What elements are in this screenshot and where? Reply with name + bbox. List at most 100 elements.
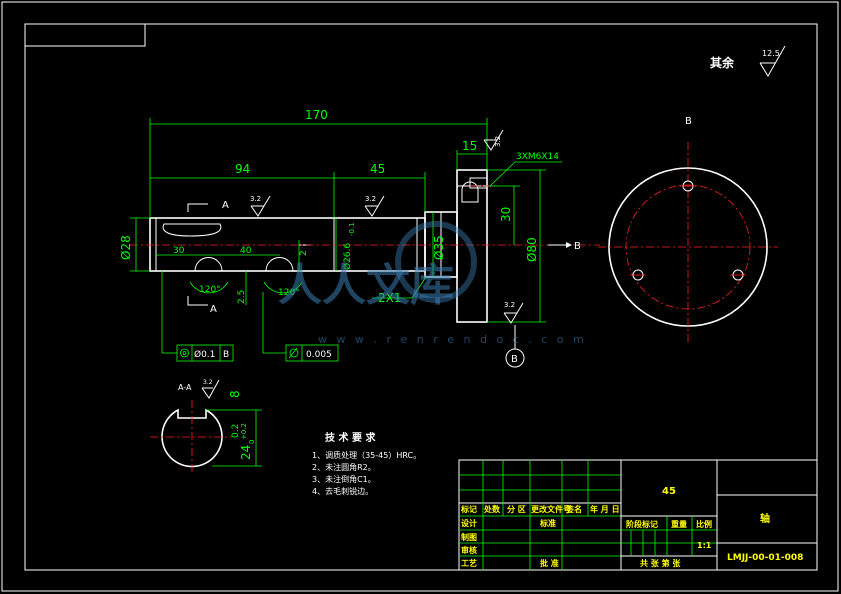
coaxiality-frame: [161, 271, 234, 362]
tb-stage-mark: 阶段标记: [626, 519, 658, 529]
datum-b-circle: [505, 348, 525, 368]
dim-2-label: 2: [299, 250, 309, 256]
tb-date: 年 月 日: [590, 504, 620, 514]
dim-45-label: 45: [370, 162, 385, 176]
section-a-a: [150, 400, 232, 474]
section-depth-tol2: 0: [248, 440, 256, 444]
dim-28: [130, 217, 150, 272]
roughness-mark-4-value: 3.2: [504, 301, 515, 309]
other-roughness-value: 12.5: [762, 49, 780, 58]
section-depth-dim: [206, 409, 262, 467]
dim-170: [149, 118, 488, 218]
note-1: 1、调质处理（35-45）HRC。: [312, 450, 421, 460]
dim-26-6-label: Ø26.6: [342, 243, 353, 270]
roughness-mark-1-value: 3.2: [250, 195, 261, 203]
section-marker-bottom: [187, 296, 208, 306]
tb-drafting: 制图: [461, 532, 477, 542]
roughness-symbol-other: [759, 45, 786, 77]
tb-mark: 标记: [460, 504, 477, 514]
section-marker-top: [187, 203, 208, 212]
roughness-mark-1: [250, 195, 271, 217]
reference-box: [24, 23, 146, 47]
tb-drawing-number: LMJJ-00-01-008: [727, 553, 803, 563]
dim-80-label: Ø80: [525, 237, 539, 262]
tb-approve: 批 准: [540, 558, 559, 568]
other-roughness-label: 其余: [710, 55, 735, 70]
tb-weight: 重量: [671, 519, 687, 529]
roughness-mark-3: [483, 129, 504, 151]
leader-3xm6: [489, 161, 516, 187]
dim-30-vertical-label: 30: [499, 207, 513, 222]
shaft-main-view: [149, 169, 490, 323]
roughness-mark-3-value: 3.2: [494, 136, 502, 147]
dim-40-keyway-label: 40: [240, 246, 252, 256]
note-3: 3、未注倒角C1。: [312, 474, 376, 484]
dim-80: [487, 169, 546, 323]
section-a-top-label: A: [222, 200, 229, 211]
dim-3xm6-label: 3XM6X14: [516, 152, 559, 162]
angle-1-arc: [189, 281, 229, 294]
title-block-grid: [458, 459, 818, 571]
dim-94-label: 94: [235, 162, 250, 176]
tb-review: 审核: [461, 545, 477, 555]
tb-material: 45: [662, 486, 676, 497]
roughness-mark-4: [503, 302, 524, 324]
note-2: 2、未注圆角R2。: [312, 462, 376, 472]
dim-94: [150, 172, 335, 218]
tb-scale: 比例: [696, 519, 712, 529]
roughness-mark-2-value: 3.2: [365, 195, 376, 203]
dim-30-vertical: [490, 185, 520, 245]
dim-28-label: Ø28: [119, 235, 133, 260]
section-depth-tol: +0.2: [240, 423, 248, 440]
watermark-text: 人人文库: [278, 260, 454, 311]
tb-standardize: 标准: [539, 518, 556, 528]
section-keyway-tol: 0.2: [231, 424, 241, 438]
watermark-url: w w w . r e n r e n d o c . c o m: [318, 333, 587, 346]
section-title: A-A: [178, 383, 192, 392]
dim-35-label: Ø35: [432, 235, 446, 260]
tb-part-name: 轴: [760, 512, 770, 525]
cylindricity-value: 0.005: [306, 350, 332, 360]
datum-b-arrow-label: B: [574, 241, 581, 252]
angle-2-arc: [263, 281, 303, 294]
note-4: 4、去毛刺锐边。: [312, 486, 373, 496]
section-roughness-value: 3.2: [203, 379, 213, 386]
section-depth-label: 24: [239, 445, 253, 460]
tb-change-doc: 更改文件号: [531, 504, 571, 514]
dim-30-keyway-label: 30: [173, 246, 185, 256]
chamfer-label: 2X1: [378, 291, 402, 305]
inner-border: [24, 23, 818, 571]
notes-heading: 技 术 要 求: [325, 431, 376, 444]
dim-15-label: 15: [462, 139, 477, 153]
dim-2-5-label: 2.5: [237, 290, 247, 304]
flange-side-view: [598, 142, 778, 345]
tb-count: 处数: [483, 504, 501, 514]
tb-scale-value: 1:1: [697, 541, 712, 550]
tb-sheets: 共 张 第 张: [640, 558, 681, 568]
dim-170-label: 170: [305, 108, 328, 122]
tb-zone: 分 区: [507, 504, 526, 514]
keyway-top: [162, 223, 222, 237]
section-keyway-width: 8: [228, 390, 242, 398]
dim-26-6-tol: -0.1: [348, 222, 356, 236]
coaxiality-datum: B: [223, 350, 229, 360]
tb-signature: 签名: [565, 504, 582, 514]
angle-2-label: 120°: [278, 288, 300, 298]
section-a-bottom-label: A: [210, 304, 217, 315]
tb-design: 设计: [461, 518, 477, 528]
cylindricity-frame: [262, 292, 339, 362]
tb-process: 工艺: [461, 558, 477, 568]
angle-1-label: 120°: [199, 285, 221, 295]
datum-b-circle-label: B: [511, 354, 518, 365]
datum-b-arrowhead: [566, 242, 572, 248]
dim-15: [456, 150, 487, 170]
coaxiality-value: Ø0.1: [194, 349, 215, 360]
chamfer-leader: [411, 276, 427, 299]
datum-b-side-label: B: [685, 116, 692, 127]
roughness-mark-2: [364, 195, 385, 217]
section-roughness: [201, 379, 220, 399]
watermark-logo-ring: [395, 221, 477, 303]
dim-45: [334, 172, 426, 212]
